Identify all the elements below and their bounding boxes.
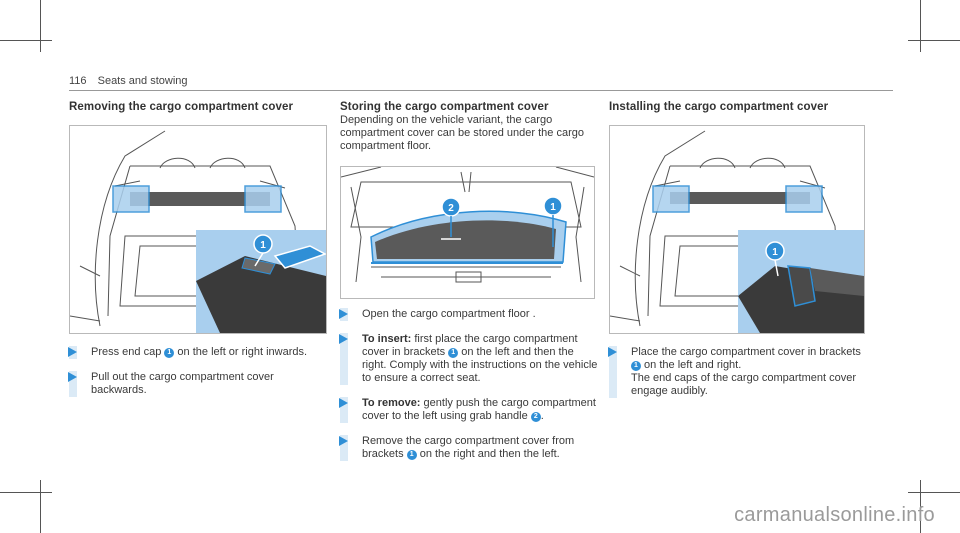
heading-installing: Installing the cargo compartment cover bbox=[609, 101, 829, 113]
crop-mark bbox=[0, 492, 52, 493]
steps-installing: Place the cargo compartment cover in bra… bbox=[608, 346, 867, 410]
figure-installing-cover: 1 bbox=[609, 125, 865, 334]
crop-mark bbox=[40, 0, 41, 52]
crop-mark bbox=[0, 40, 52, 41]
watermark: carmanualsonline.info bbox=[734, 504, 935, 526]
column-storing: Storing the cargo compartment cover Depe… bbox=[340, 101, 598, 153]
callout-badge: 1 bbox=[631, 361, 641, 371]
heading-storing: Storing the cargo compartment cover bbox=[340, 101, 549, 113]
crop-mark bbox=[908, 492, 960, 493]
arrow-icon bbox=[339, 436, 348, 446]
crop-mark bbox=[908, 40, 960, 41]
fig3-callout-1: 1 bbox=[772, 247, 778, 258]
callout-badge: 1 bbox=[406, 450, 417, 460]
column-installing: Installing the cargo compartment cover bbox=[609, 101, 867, 113]
callout-badge: 1 bbox=[164, 348, 175, 358]
arrow-icon bbox=[339, 398, 348, 408]
steps-removing: Press end cap 1 on the left or right inw… bbox=[68, 346, 327, 409]
step-press-end-cap: Press end cap 1 on the left or right inw… bbox=[68, 346, 327, 359]
callout-badge: 1 bbox=[448, 348, 459, 358]
crop-mark bbox=[920, 0, 921, 52]
step-remove-from-brackets: Remove the cargo compartment cover from … bbox=[339, 435, 598, 461]
crop-mark bbox=[920, 480, 921, 533]
fig2-callout-2: 2 bbox=[448, 203, 454, 214]
arrow-icon bbox=[68, 372, 77, 382]
steps-storing: Open the cargo compartment floor . To in… bbox=[339, 308, 598, 473]
arrow-icon bbox=[339, 334, 348, 344]
step-place-cover: Place the cargo compartment cover in bra… bbox=[608, 346, 867, 398]
arrow-icon bbox=[608, 347, 617, 357]
page-header: 116 Seats and stowing bbox=[69, 75, 188, 87]
crop-mark bbox=[40, 480, 41, 533]
page-number: 116 bbox=[69, 75, 87, 87]
figure-storing-cover: 2 1 bbox=[340, 166, 595, 299]
fig1-callout-1: 1 bbox=[260, 240, 266, 251]
arrow-icon bbox=[68, 347, 77, 357]
step-to-remove: To remove: gently push the cargo compart… bbox=[339, 397, 598, 423]
column-removing: Removing the cargo compartment cover bbox=[69, 101, 327, 113]
header-rule bbox=[69, 90, 893, 91]
step-open-floor: Open the cargo compartment floor . bbox=[339, 308, 598, 321]
figure-removing-cover: 1 bbox=[69, 125, 327, 334]
heading-removing: Removing the cargo compartment cover bbox=[69, 101, 294, 113]
step-pull-out: Pull out the cargo compartment cover bac… bbox=[68, 371, 327, 397]
storing-intro: Depending on the vehicle variant, the ca… bbox=[340, 114, 584, 152]
step-to-insert: To insert: first place the cargo compart… bbox=[339, 333, 598, 385]
arrow-icon bbox=[339, 309, 348, 319]
fig2-callout-1: 1 bbox=[550, 202, 556, 213]
step-note-engage: The end caps of the cargo compartment co… bbox=[631, 372, 857, 397]
section-title: Seats and stowing bbox=[97, 75, 188, 87]
callout-badge: 2 bbox=[530, 412, 541, 422]
